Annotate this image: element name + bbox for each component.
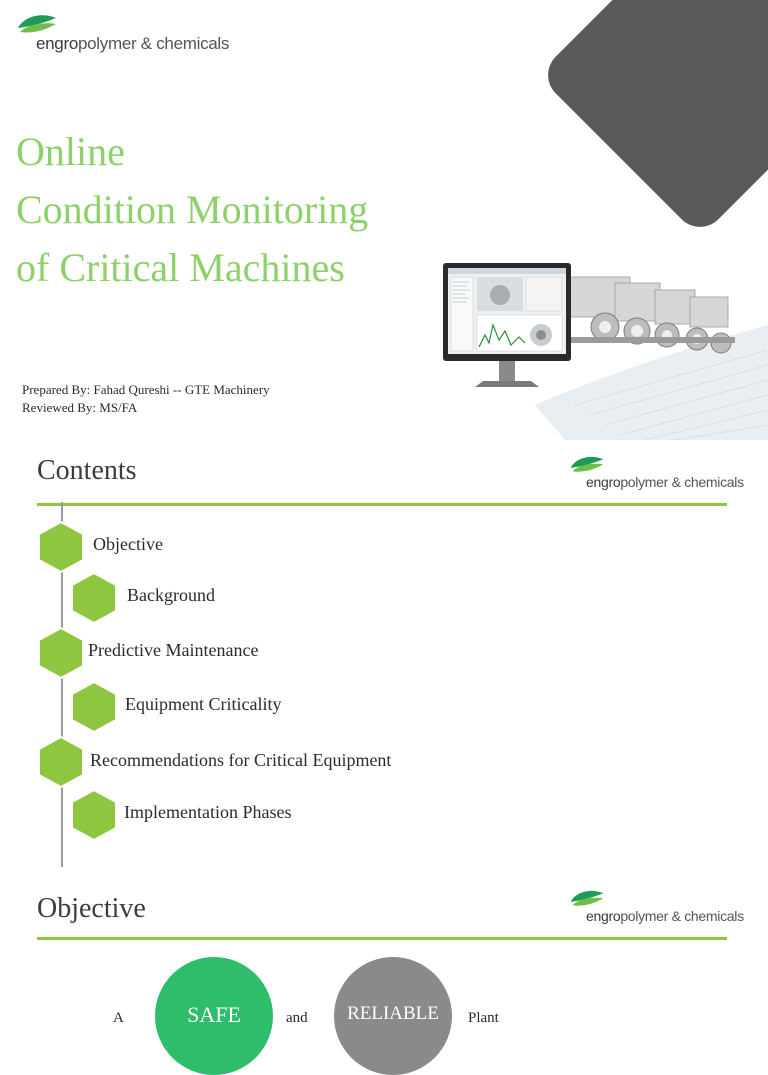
title-line-3: of Critical Machines bbox=[16, 245, 345, 290]
logo-brand: engro bbox=[586, 908, 621, 924]
logo-brand: engro bbox=[36, 34, 78, 53]
contents-item-recommendations: Recommendations for Critical Equipment bbox=[90, 750, 392, 770]
objective-slide: Objective engropolymer & chemicals A SAF… bbox=[0, 870, 768, 1075]
word-plant: Plant bbox=[468, 1010, 499, 1026]
safe-label: SAFE bbox=[187, 1002, 241, 1027]
reliable-circle: RELIABLE bbox=[334, 957, 452, 1075]
engro-leaf-icon bbox=[570, 890, 604, 906]
hexagon-bullet bbox=[71, 788, 117, 842]
hexagon-bullet bbox=[38, 520, 84, 574]
word-and: and bbox=[286, 1010, 308, 1026]
contents-item-implementation-phases: Implementation Phases bbox=[124, 802, 292, 822]
heading-rule bbox=[37, 503, 727, 506]
logo-tagline: polymer & chemicals bbox=[620, 474, 744, 490]
hexagon-bullet bbox=[38, 735, 84, 789]
reliable-label: RELIABLE bbox=[347, 1003, 439, 1024]
engro-leaf-icon bbox=[570, 456, 604, 472]
contents-heading: Contents bbox=[37, 455, 137, 486]
hexagon-bullet bbox=[71, 680, 117, 734]
title-line-1: Online bbox=[16, 129, 125, 174]
logo-tagline: polymer & chemicals bbox=[77, 34, 230, 53]
decorative-diamond bbox=[537, 0, 768, 238]
word-a: A bbox=[113, 1010, 124, 1026]
title-slide: engropolymer & chemicals Online Conditio… bbox=[0, 0, 768, 440]
contents-slide: Contents engropolymer & chemicals Object… bbox=[0, 440, 768, 870]
contents-item-objective: Objective bbox=[93, 534, 163, 554]
monitor-machinery-illustration bbox=[443, 263, 768, 440]
heading-rule bbox=[37, 937, 727, 940]
contents-item-predictive-maintenance: Predictive Maintenance bbox=[88, 640, 259, 660]
logo-tagline: polymer & chemicals bbox=[620, 908, 744, 924]
reviewed-by: Reviewed By: MS/FA bbox=[22, 400, 138, 415]
logo-brand: engro bbox=[586, 474, 621, 490]
contents-item-background: Background bbox=[127, 585, 215, 605]
timeline-line bbox=[61, 502, 63, 867]
title-line-2: Condition Monitoring bbox=[16, 187, 369, 232]
objective-heading: Objective bbox=[37, 893, 146, 924]
prepared-by: Prepared By: Fahad Qureshi -- GTE Machin… bbox=[22, 382, 270, 397]
safe-circle: SAFE bbox=[155, 957, 273, 1075]
contents-item-equipment-criticality: Equipment Criticality bbox=[125, 694, 282, 714]
hexagon-bullet bbox=[71, 571, 117, 625]
engro-leaf-icon bbox=[18, 15, 56, 33]
hexagon-bullet bbox=[38, 626, 84, 680]
